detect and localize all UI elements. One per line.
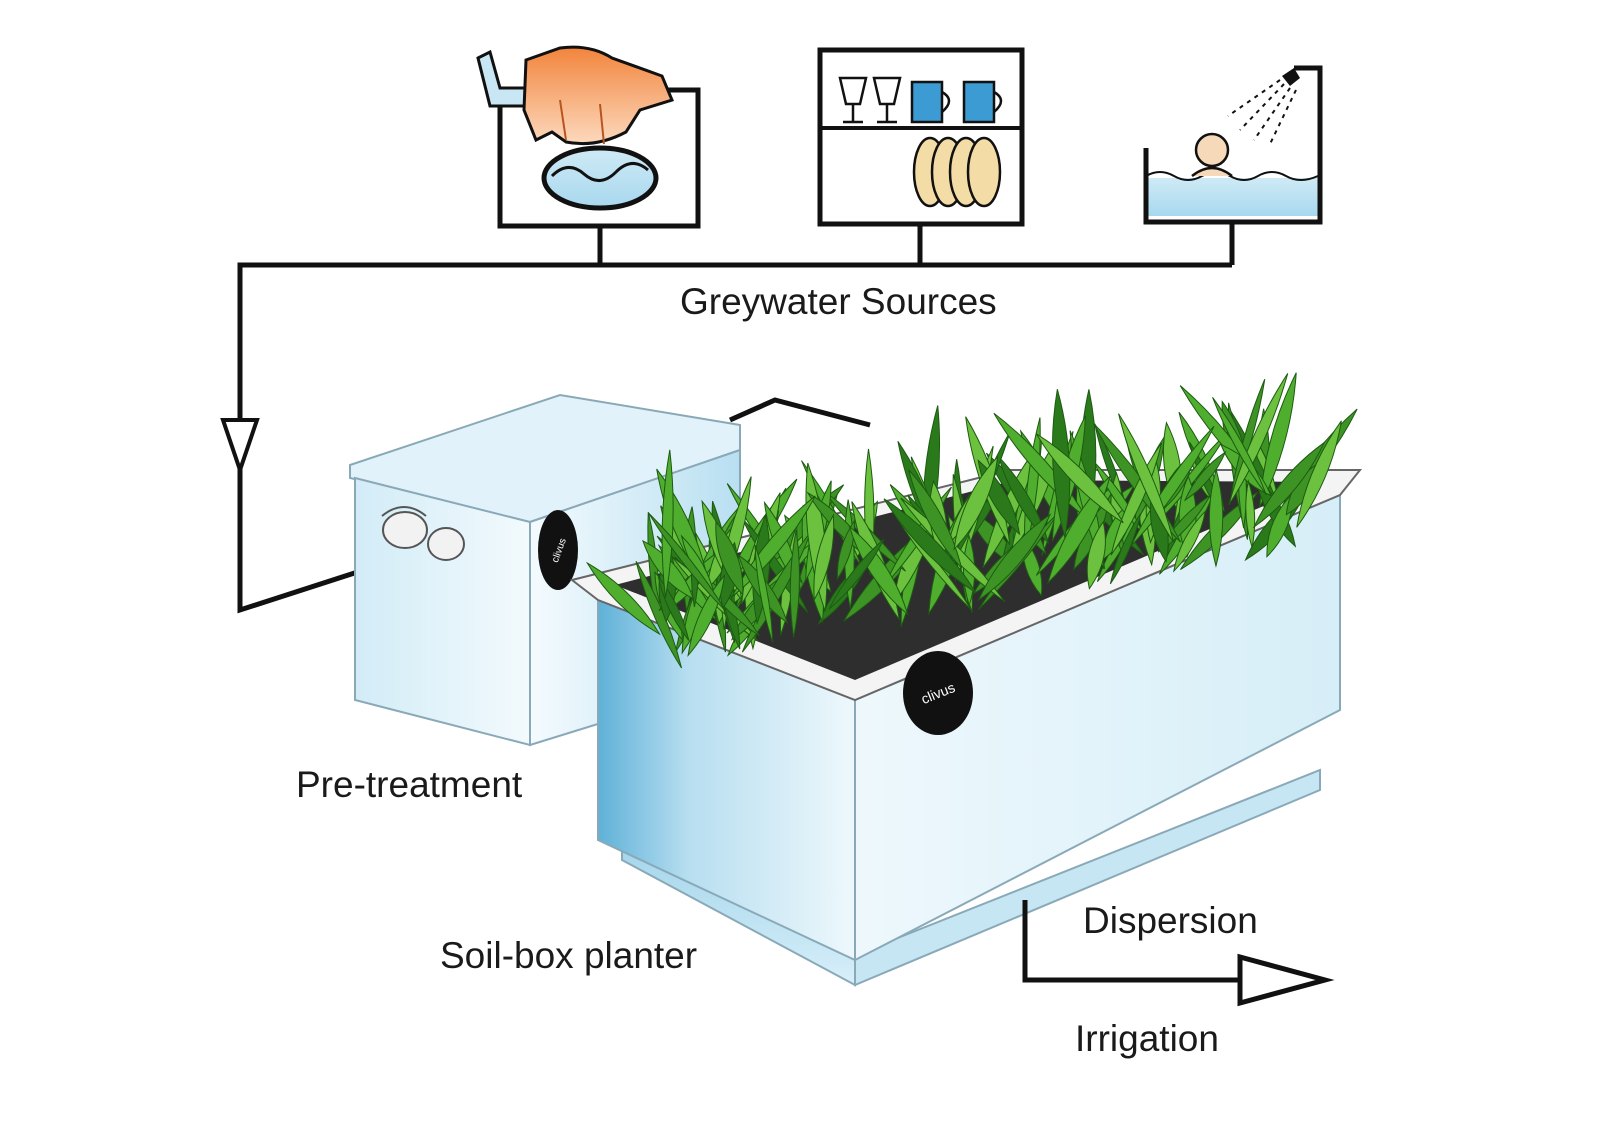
clivus-logo	[903, 651, 973, 735]
plant-leaf	[1035, 433, 1124, 524]
plant-leaf	[1296, 420, 1342, 528]
plant-leaf	[1259, 372, 1297, 508]
plants	[585, 372, 1358, 669]
plant-leaf	[813, 513, 835, 602]
plant-leaf	[908, 469, 963, 569]
plant-leaf	[648, 512, 727, 612]
label-pretreatment: Pre-treatment	[296, 764, 523, 805]
plant-leaf	[789, 529, 800, 638]
plant-leaf	[1118, 413, 1175, 543]
plant-leaf	[1245, 479, 1256, 550]
plant-leaf	[1252, 441, 1326, 529]
plant-leaf	[585, 561, 661, 636]
clivus-logo	[538, 510, 578, 590]
label-dispersion: Dispersion	[1083, 900, 1258, 941]
plant-leaf	[848, 525, 909, 616]
plant-leaf	[715, 520, 744, 596]
plant-leaf	[1172, 509, 1207, 573]
plant-leaf	[1109, 513, 1142, 585]
flow-arrow-down	[220, 418, 260, 477]
plant-leaf	[1086, 520, 1106, 590]
shower-bath-icon	[1143, 65, 1323, 225]
plant-leaf	[828, 538, 885, 610]
plant-leaf	[1183, 450, 1227, 502]
dispersion-outlet	[1022, 900, 1335, 1007]
plant-leaf	[883, 498, 977, 594]
plant-leaf	[635, 561, 683, 669]
transfer-pipe	[728, 397, 871, 428]
kitchen-cupboard-icon	[817, 47, 1025, 227]
laundry-sink-icon	[476, 45, 701, 229]
plant-leaf	[754, 544, 774, 643]
label-irrigation: Irrigation	[1075, 1018, 1219, 1059]
flow-arrow-right	[1237, 953, 1335, 1007]
label-greywater-sources: Greywater Sources	[680, 281, 997, 322]
label-soil-box-planter: Soil-box planter	[440, 935, 698, 976]
plant-leaf	[661, 449, 674, 599]
plant-leaf	[836, 519, 855, 581]
plant-leaf	[1047, 474, 1112, 585]
plant-leaf	[977, 513, 1052, 602]
plant-leaf	[953, 455, 999, 551]
plant-leaf	[1212, 396, 1267, 495]
